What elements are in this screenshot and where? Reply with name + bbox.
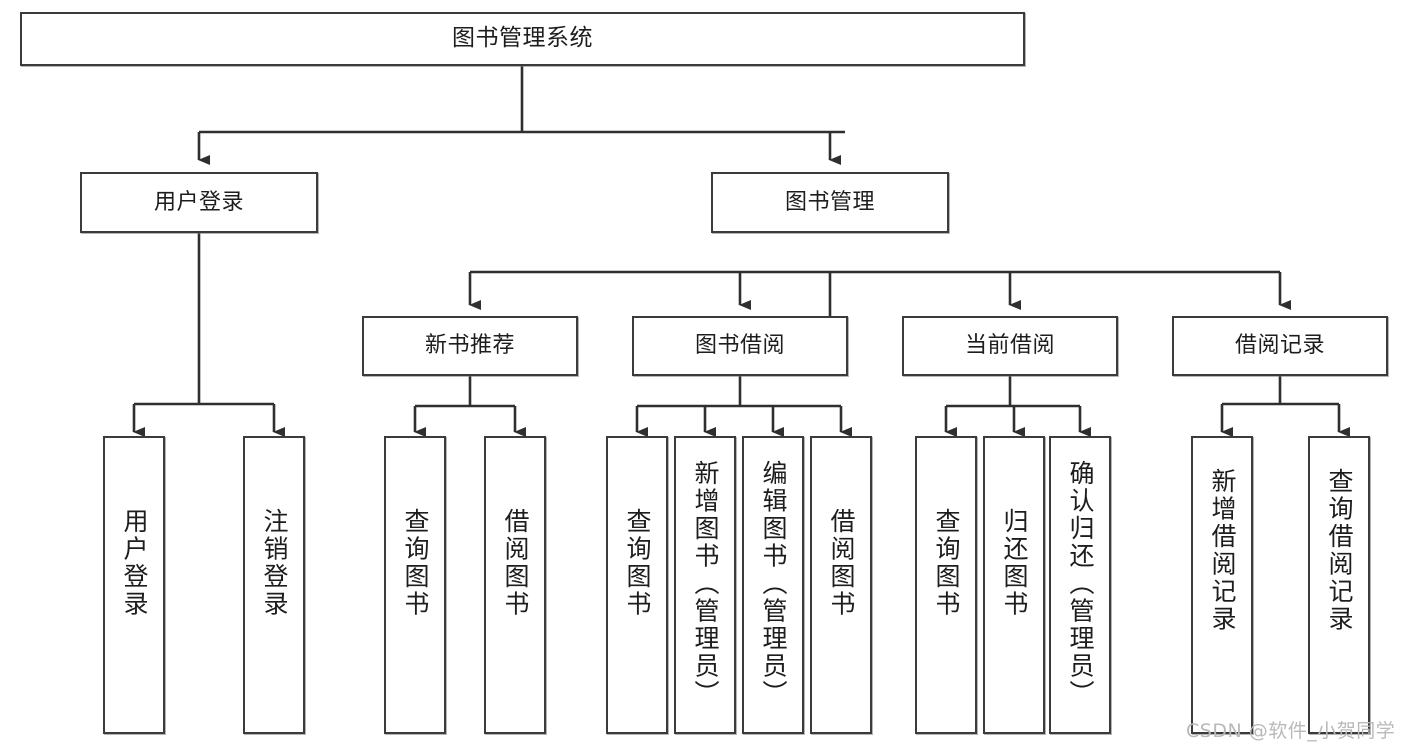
node-book-borrow-label: 图书借阅 xyxy=(694,333,785,359)
node-leaf-borrow-book-1[interactable]: 借阅图书 xyxy=(484,436,546,734)
node-leaf-query-book-1-label: 查询图书 xyxy=(401,508,430,618)
node-leaf-query-book-3[interactable]: 查询图书 xyxy=(915,436,977,734)
node-leaf-query-book-1[interactable]: 查询图书 xyxy=(384,436,446,734)
node-leaf-add-record-label: 新增借阅记录 xyxy=(1208,468,1237,633)
csdn-watermark: CSDN @软件_小贺同学 xyxy=(1186,720,1396,742)
node-book-manage[interactable]: 图书管理 xyxy=(711,172,949,233)
node-leaf-query-book-2[interactable]: 查询图书 xyxy=(606,436,668,734)
node-leaf-query-book-3-label: 查询图书 xyxy=(932,508,961,618)
node-borrow-record-label: 借阅记录 xyxy=(1234,333,1325,359)
node-current-borrow-label: 当前借阅 xyxy=(964,333,1055,359)
node-user-login[interactable]: 用户登录 xyxy=(80,172,318,233)
node-root-book-management-system[interactable]: 图书管理系统 xyxy=(20,12,1025,66)
node-leaf-user-login[interactable]: 用户登录 xyxy=(103,436,165,734)
node-leaf-confirm-return[interactable]: 确认归还（管理员） xyxy=(1049,436,1111,734)
node-leaf-edit-book[interactable]: 编辑图书（管理员） xyxy=(742,436,804,734)
node-leaf-user-login-label: 用户登录 xyxy=(120,508,149,618)
node-book-manage-label: 图书管理 xyxy=(784,189,875,215)
node-new-book-recommend-label: 新书推荐 xyxy=(424,333,515,359)
node-leaf-add-book[interactable]: 新增图书（管理员） xyxy=(674,436,736,734)
node-book-borrow[interactable]: 图书借阅 xyxy=(632,316,848,376)
node-leaf-add-record[interactable]: 新增借阅记录 xyxy=(1191,436,1253,734)
node-leaf-query-record[interactable]: 查询借阅记录 xyxy=(1308,436,1370,734)
node-leaf-borrow-book-2-label: 借阅图书 xyxy=(827,508,856,618)
node-new-book-recommend[interactable]: 新书推荐 xyxy=(362,316,578,376)
node-root-label: 图书管理系统 xyxy=(452,25,593,52)
node-leaf-add-book-label: 新增图书（管理员） xyxy=(691,460,720,708)
node-leaf-confirm-return-label: 确认归还（管理员） xyxy=(1066,460,1095,708)
node-current-borrow[interactable]: 当前借阅 xyxy=(902,316,1118,376)
node-leaf-return-book-label: 归还图书 xyxy=(1000,508,1029,618)
node-leaf-return-book[interactable]: 归还图书 xyxy=(983,436,1045,734)
node-leaf-query-record-label: 查询借阅记录 xyxy=(1325,468,1354,633)
node-leaf-user-logout-label: 注销登录 xyxy=(260,508,289,618)
node-leaf-borrow-book-1-label: 借阅图书 xyxy=(501,508,530,618)
node-borrow-record[interactable]: 借阅记录 xyxy=(1172,316,1388,376)
node-leaf-user-logout[interactable]: 注销登录 xyxy=(243,436,305,734)
node-user-login-label: 用户登录 xyxy=(153,189,244,215)
node-leaf-borrow-book-2[interactable]: 借阅图书 xyxy=(810,436,872,734)
node-leaf-query-book-2-label: 查询图书 xyxy=(623,508,652,618)
node-leaf-edit-book-label: 编辑图书（管理员） xyxy=(759,460,788,708)
